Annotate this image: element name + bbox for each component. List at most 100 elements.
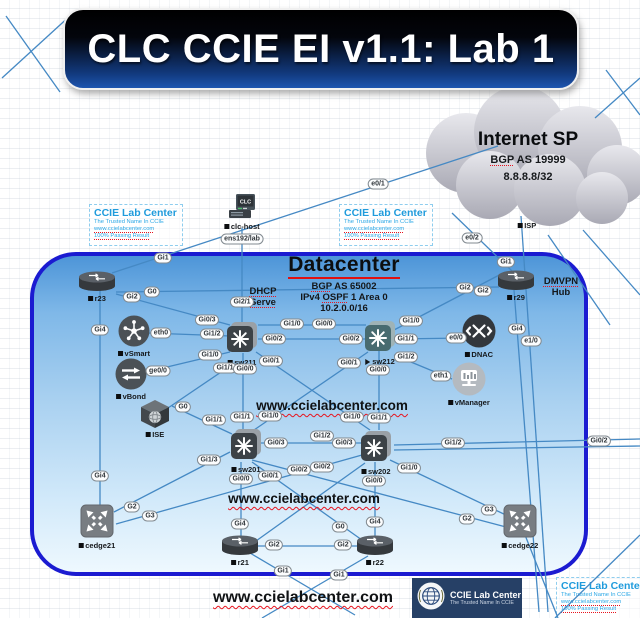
dc-ospf-area: IPv4 OSPF 1 Area 0	[300, 292, 388, 303]
node-vSmart[interactable]	[117, 314, 151, 348]
node-label-r21: r21	[231, 558, 249, 567]
node-r22[interactable]	[355, 534, 395, 556]
stopped-square-icon	[78, 543, 84, 548]
vBond-icon	[115, 358, 147, 390]
interface-label: G2	[123, 501, 141, 513]
stopped-square-icon	[507, 295, 512, 300]
node-ISE[interactable]	[138, 398, 172, 430]
interface-label: Gi0/1	[336, 357, 362, 369]
node-sw211[interactable]	[225, 320, 259, 354]
footer-brand-tagline: The Trusted Name In CCIE	[450, 599, 514, 606]
stopped-square-icon	[231, 560, 236, 565]
stopped-square-icon	[501, 543, 507, 548]
node-label-r23: r23	[88, 294, 106, 303]
interface-label: Gi0/0	[361, 475, 387, 487]
interface-label: Gi1/0	[396, 462, 422, 474]
node-sw212[interactable]	[363, 319, 397, 353]
vManager-icon	[452, 362, 486, 396]
interface-label: Gi2	[122, 291, 142, 303]
node-label-cedge21: cedge21	[78, 541, 115, 550]
node-vBond[interactable]	[114, 357, 148, 391]
interface-label: Gi0/3	[194, 314, 220, 326]
dmvpn-hub-label: DMVPN Hub	[543, 276, 579, 298]
interface-label: Gi0/3	[263, 437, 289, 449]
interface-label: Gi4	[507, 323, 527, 335]
interface-label: Gi1/2	[393, 351, 419, 363]
svg-text:CLC: CLC	[240, 200, 251, 206]
interface-label: ens192/lab	[220, 233, 264, 245]
interface-label: G0	[331, 521, 349, 533]
cedge21-icon	[80, 504, 114, 538]
node-r21[interactable]	[220, 534, 260, 556]
node-label-DNAC: DNAC	[464, 350, 493, 359]
interface-label: Gi4	[230, 518, 250, 530]
node-label-ISP: ISP	[517, 221, 536, 230]
node-sw202[interactable]	[359, 429, 393, 463]
topology-link	[5, 15, 61, 93]
interface-label: eth1	[430, 370, 452, 382]
watermark-box-bottom-right: CCIE Lab Center The Trusted Name In CCIE…	[556, 577, 640, 618]
node-label-vManager: vManager	[448, 398, 490, 407]
stopped-square-icon	[361, 469, 366, 474]
node-label-r29: r29	[507, 293, 525, 302]
r23-icon	[79, 271, 115, 291]
datacenter-title: Datacenter	[263, 253, 425, 279]
interface-label: Gi1/2	[199, 328, 225, 340]
node-clc-host[interactable]: CLC	[227, 192, 257, 222]
node-r29[interactable]	[496, 269, 536, 291]
interface-label: Gi0/0	[228, 473, 254, 485]
page-title: CLC CCIE EI v1.1: Lab 1	[87, 26, 555, 71]
interface-label: Gi1/0	[398, 315, 424, 327]
node-sw201[interactable]	[229, 427, 263, 461]
interface-label: G3	[141, 510, 159, 522]
node-label-r22: r22	[366, 558, 384, 567]
node-r23[interactable]	[77, 270, 117, 292]
stopped-square-icon	[448, 400, 453, 405]
interface-label: eth0	[150, 327, 172, 339]
stopped-square-icon	[464, 352, 470, 357]
interface-label: G0	[174, 401, 192, 413]
interface-label: Gi1/1	[393, 333, 419, 345]
interface-label: Gi1/0	[197, 349, 223, 361]
website-watermark-2: www.ccielabcenter.com	[228, 491, 380, 506]
vSmart-icon	[118, 315, 150, 347]
interface-label: Gi0/3	[331, 437, 357, 449]
node-DNAC[interactable]	[461, 313, 497, 349]
stopped-square-icon	[145, 432, 151, 437]
interface-label: Gi2	[264, 539, 284, 551]
interface-label: Gi2	[455, 282, 475, 294]
interface-label: Gi0/2	[286, 464, 312, 476]
interface-label: Gi4	[90, 470, 110, 482]
node-label-clc-host: clc-host	[224, 222, 260, 231]
interface-label: Gi2/1	[229, 296, 255, 308]
interface-label: e0/0	[445, 332, 467, 344]
DNAC-icon	[462, 314, 496, 348]
stopped-square-icon	[224, 224, 229, 229]
footer-brand-box: CCIE Lab Center The Trusted Name In CCIE	[412, 578, 522, 618]
node-label-vBond: vBond	[116, 392, 146, 401]
node-label-cedge22: cedge22	[501, 541, 538, 550]
cloud-title: Internet SP	[477, 129, 579, 150]
node-label-ISE: ISE	[145, 430, 164, 439]
interface-label: G0	[143, 286, 161, 298]
interface-label: Gi0/1	[257, 470, 283, 482]
node-cedge22[interactable]	[502, 503, 538, 539]
cedge22-icon	[503, 504, 537, 538]
r22-icon	[357, 535, 393, 555]
stopped-square-icon	[118, 351, 123, 356]
sw201-icon	[231, 429, 261, 459]
node-cedge21[interactable]	[79, 503, 115, 539]
interface-label: Gi0/1	[258, 355, 284, 367]
interface-label: G2	[458, 513, 476, 525]
clc-host-icon: CLC	[229, 194, 255, 218]
interface-label: Gi1	[496, 256, 516, 268]
cloud-bgp-as: BGP AS 19999	[490, 154, 566, 166]
interface-label: Gi4	[365, 516, 385, 528]
sw211-icon	[227, 322, 257, 352]
website-watermark-3: www.ccielabcenter.com	[213, 589, 393, 606]
node-vManager[interactable]	[451, 361, 487, 397]
interface-label: Gi0/0	[311, 318, 337, 330]
r21-icon	[222, 535, 258, 555]
interface-label: Gi1	[329, 569, 349, 581]
interface-label: e0/1	[367, 178, 389, 190]
